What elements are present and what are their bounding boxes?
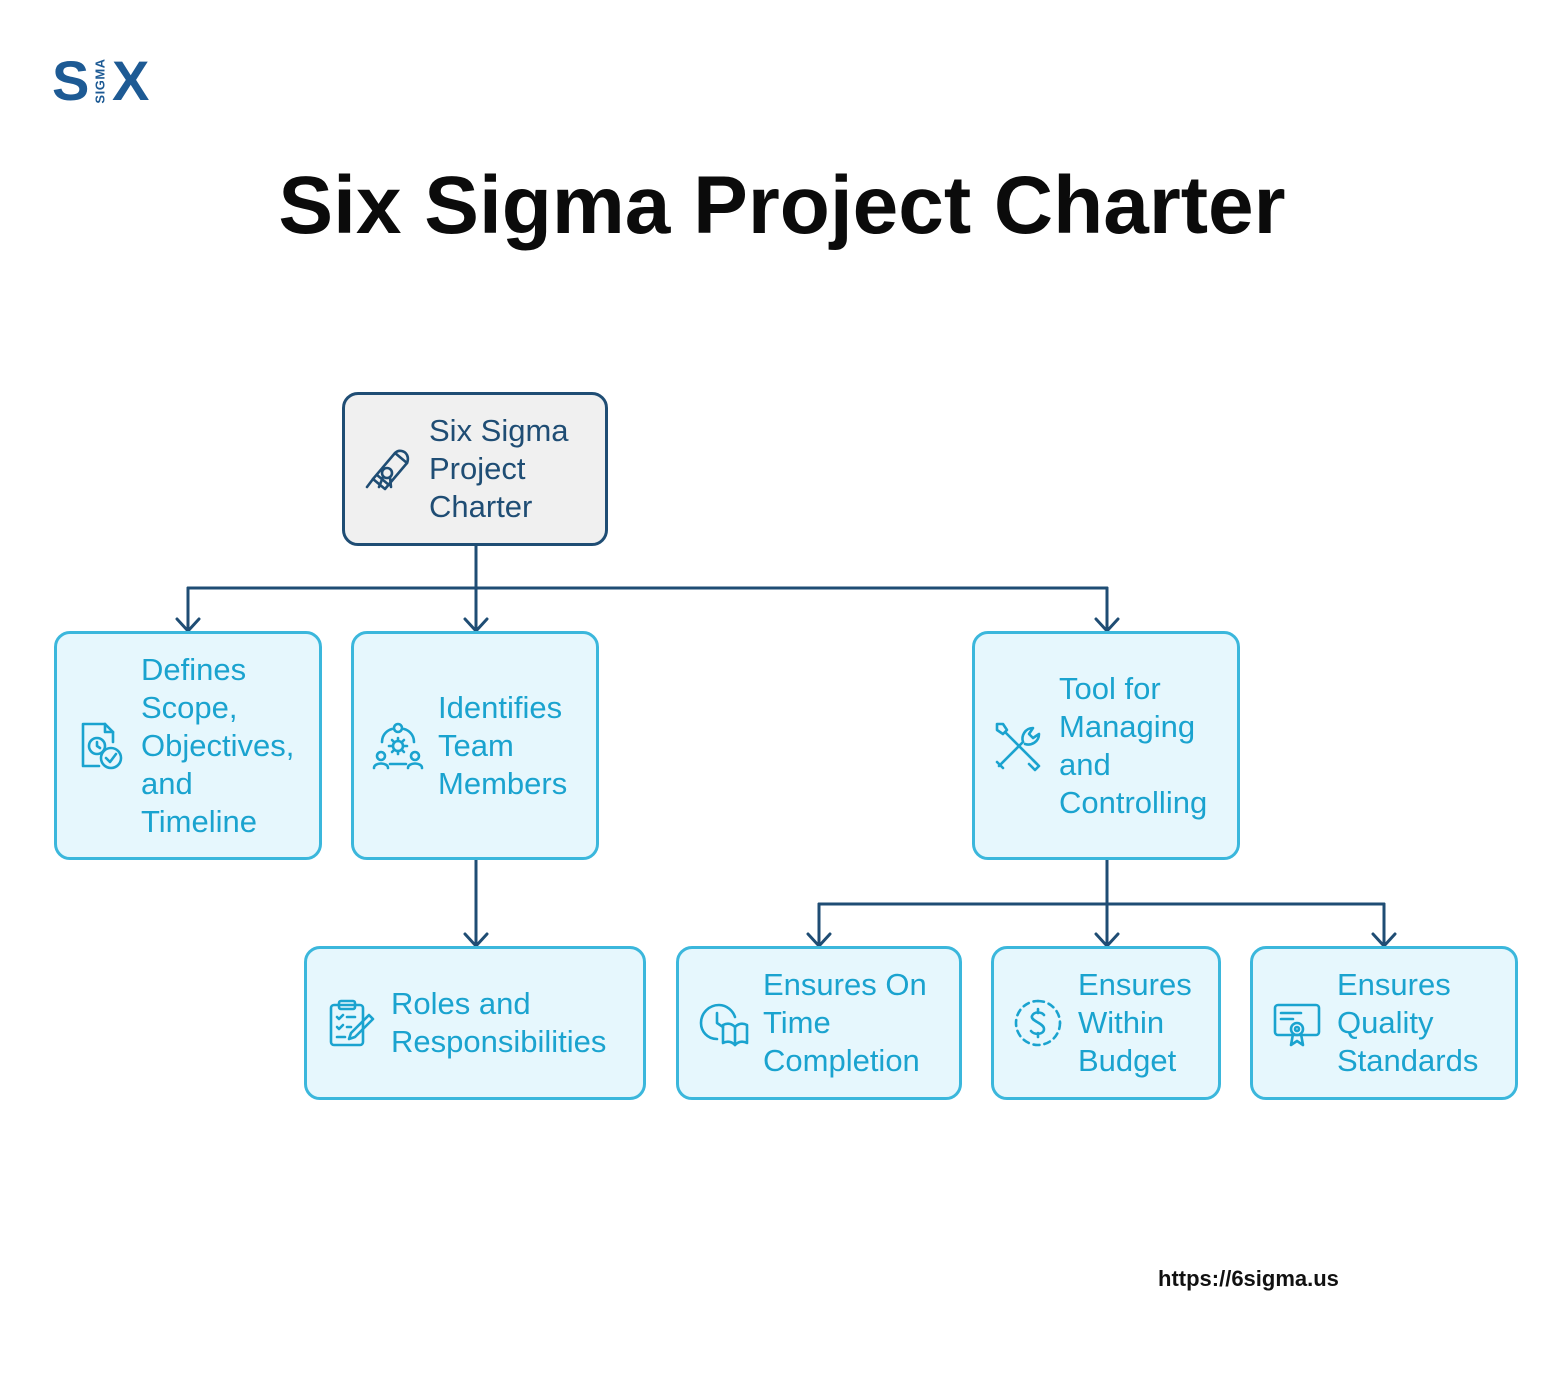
logo-x: X [112, 49, 150, 112]
dollar-icon [1012, 997, 1064, 1049]
node-label: Tool for Managing and Controlling [1059, 670, 1208, 820]
certificate-icon [1271, 997, 1323, 1049]
node-label: Ensures Within Budget [1078, 967, 1192, 1078]
clock-book-icon [697, 997, 749, 1049]
node-ensures-budget: Ensures Within Budget [991, 946, 1221, 1100]
node-ensures-quality: Ensures Quality Standards [1250, 946, 1518, 1100]
node-defines-scope: Defines Scope, Objectives, and Timeline [54, 631, 322, 860]
node-label: Defines Scope, Objectives, and Timeline [141, 651, 295, 839]
node-identifies-team: Identifies Team Members [351, 631, 599, 860]
clipboard-edit-icon [325, 997, 377, 1049]
team-icon [372, 720, 424, 772]
node-label: Ensures On Time Completion [763, 967, 927, 1078]
diploma-icon [363, 443, 415, 495]
six-sigma-logo: S SIGMA X [52, 52, 164, 110]
node-ensures-on-time: Ensures On Time Completion [676, 946, 962, 1100]
node-label: Roles and Responsibilities [391, 986, 607, 1059]
logo-s: S [52, 49, 90, 112]
tools-icon [993, 720, 1045, 772]
document-check-icon [75, 720, 127, 772]
source-url[interactable]: https://6sigma.us [1158, 1266, 1339, 1291]
node-roles-responsibilities: Roles and Responsibilities [304, 946, 646, 1100]
node-label: Identifies Team Members [438, 689, 568, 801]
node-label: Ensures Quality Standards [1337, 967, 1479, 1078]
page-title: Six Sigma Project Charter [278, 160, 1286, 251]
node-project-charter: Six Sigma Project Charter [342, 392, 608, 546]
node-tool-managing: Tool for Managing and Controlling [972, 631, 1240, 860]
node-label: Six Sigma Project Charter [429, 413, 569, 524]
